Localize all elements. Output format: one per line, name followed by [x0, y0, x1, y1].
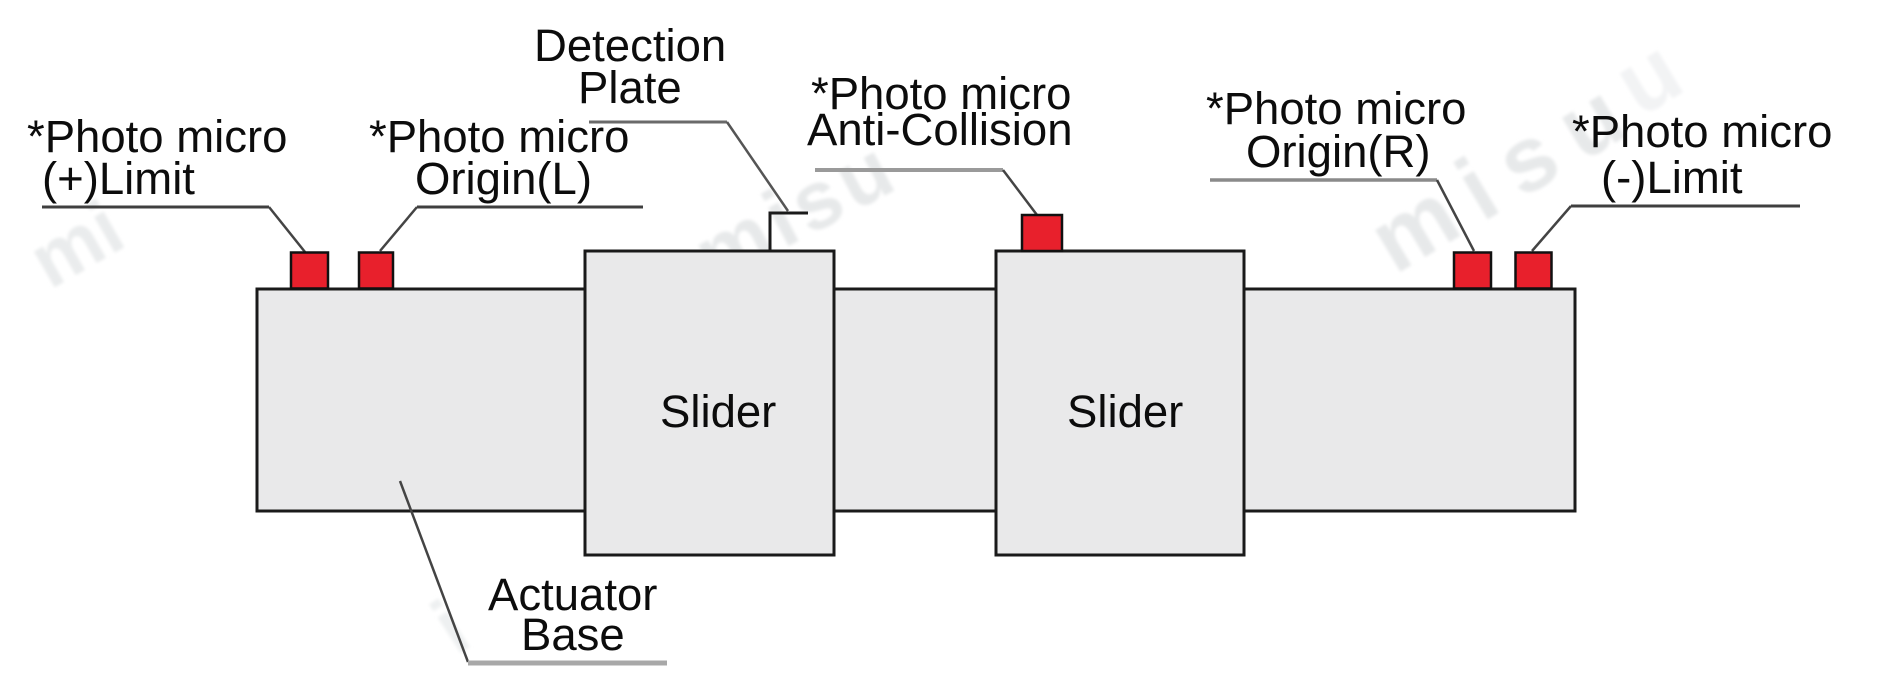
svg-text:(-)Limit: (-)Limit: [1601, 152, 1743, 203]
svg-text:*Photo micro: *Photo micro: [811, 68, 1071, 119]
svg-text:Base: Base: [521, 609, 625, 660]
svg-text:Detection: Detection: [534, 20, 726, 71]
svg-text:i: i: [417, 584, 484, 671]
svg-text:*Photo micro: *Photo micro: [27, 111, 287, 162]
svg-text:Origin(R): Origin(R): [1246, 126, 1431, 177]
svg-text:Anti-Collision: Anti-Collision: [807, 104, 1073, 155]
svg-text:Plate: Plate: [578, 62, 682, 113]
svg-text:*Photo micro: *Photo micro: [1572, 106, 1832, 157]
svg-text:(+)Limit: (+)Limit: [42, 153, 195, 204]
svg-text:Slider: Slider: [1067, 386, 1183, 437]
svg-text:*Photo micro: *Photo micro: [369, 111, 629, 162]
svg-text:*Photo micro: *Photo micro: [1206, 83, 1466, 134]
svg-text:Origin(L): Origin(L): [415, 153, 592, 204]
svg-text:Actuator: Actuator: [488, 569, 657, 620]
svg-text:Slider: Slider: [660, 386, 776, 437]
